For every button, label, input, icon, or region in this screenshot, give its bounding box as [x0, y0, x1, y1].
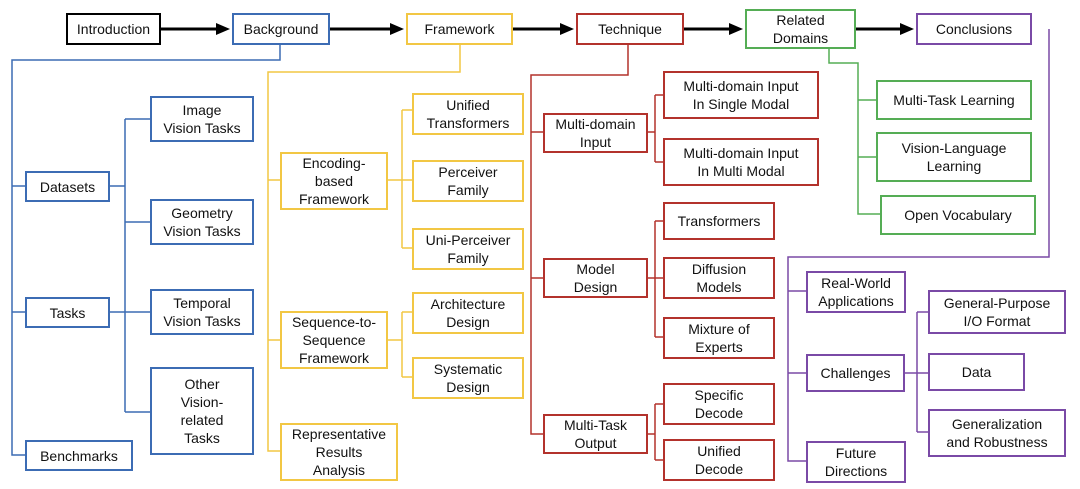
unified-transformers-node: Unified Transformers: [412, 93, 524, 135]
conclusions-node: Conclusions: [916, 13, 1032, 45]
vision-language-learning-node: Vision-Language Learning: [876, 132, 1032, 182]
related-domains-node: Related Domains: [745, 9, 856, 49]
task-item-geometry: Geometry Vision Tasks: [150, 199, 254, 245]
mixture-of-experts-node: Mixture of Experts: [663, 317, 775, 359]
technique-node: Technique: [576, 13, 684, 45]
multi-domain-input-node: Multi-domain Input: [543, 113, 648, 153]
representative-results-node: Representative Results Analysis: [280, 423, 398, 481]
generalization-robustness-node: Generalization and Robustness: [928, 409, 1066, 457]
technique-wires: [530, 45, 663, 461]
framework-node: Framework: [406, 13, 513, 45]
multi-domain-single-modal-node: Multi-domain Input In Single Modal: [663, 71, 819, 119]
transformers-node: Transformers: [663, 202, 775, 240]
task-item-other: Other Vision- related Tasks: [150, 367, 254, 455]
related-wires: [828, 49, 880, 215]
model-design-node: Model Design: [543, 258, 648, 298]
multi-task-learning-node: Multi-Task Learning: [876, 80, 1032, 120]
task-item-image: Image Vision Tasks: [150, 96, 254, 142]
open-vocabulary-node: Open Vocabulary: [880, 195, 1036, 235]
tasks-node: Tasks: [25, 297, 110, 328]
real-world-applications-node: Real-World Applications: [806, 271, 906, 313]
unified-decode-node: Unified Decode: [663, 439, 775, 481]
seq2seq-framework-node: Sequence-to- Sequence Framework: [280, 311, 388, 369]
challenges-node: Challenges: [806, 354, 905, 392]
task-item-temporal: Temporal Vision Tasks: [150, 289, 254, 335]
background-wires: [11, 45, 281, 456]
specific-decode-node: Specific Decode: [663, 383, 775, 425]
introduction-node: Introduction: [66, 13, 161, 45]
diffusion-models-node: Diffusion Models: [663, 257, 775, 299]
datasets-node: Datasets: [25, 171, 110, 202]
background-node: Background: [232, 13, 330, 45]
conclusions-wires: [787, 29, 1050, 462]
multi-domain-multi-modal-node: Multi-domain Input In Multi Modal: [663, 138, 819, 186]
encoding-based-framework-node: Encoding- based Framework: [280, 152, 388, 210]
general-purpose-io-node: General-Purpose I/O Format: [928, 290, 1066, 334]
uni-perceiver-family-node: Uni-Perceiver Family: [412, 228, 524, 270]
multi-task-output-node: Multi-Task Output: [543, 414, 648, 454]
future-directions-node: Future Directions: [806, 441, 906, 483]
architecture-design-node: Architecture Design: [412, 292, 524, 334]
perceiver-family-node: Perceiver Family: [412, 160, 524, 202]
systematic-design-node: Systematic Design: [412, 357, 524, 399]
data-node: Data: [928, 353, 1025, 391]
benchmarks-node: Benchmarks: [25, 440, 133, 471]
framework-wires: [267, 45, 461, 452]
top-arrows: [158, 23, 914, 35]
